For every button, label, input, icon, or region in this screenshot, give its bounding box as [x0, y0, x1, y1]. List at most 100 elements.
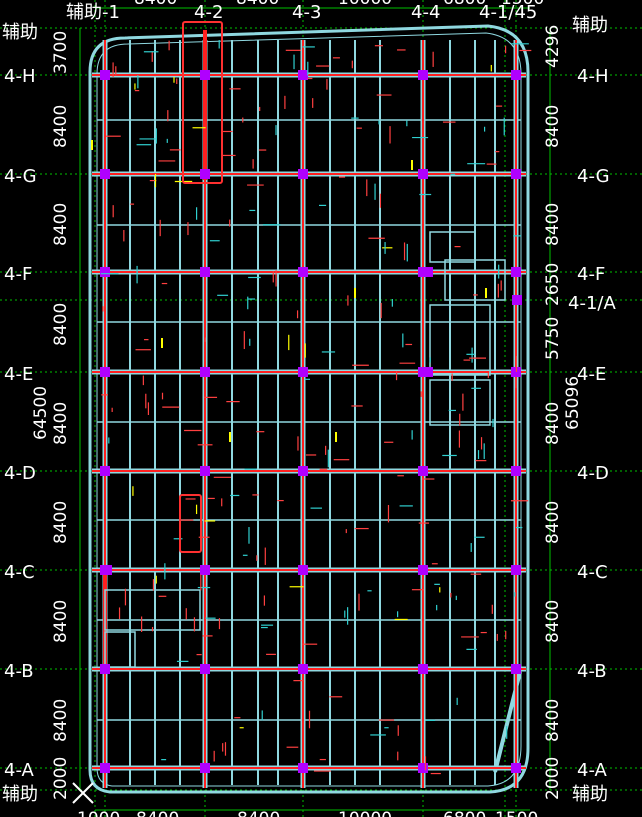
column: [100, 763, 110, 773]
column: [200, 70, 210, 80]
left-dimension: 8400: [51, 105, 71, 148]
bottom-dimension: 1500: [495, 809, 538, 817]
column: [100, 70, 110, 80]
column: [100, 169, 110, 179]
right-axis-label: 4-B: [577, 661, 607, 682]
top-axis-label: 4-2: [194, 2, 223, 23]
top-dimension: 8400: [236, 0, 279, 9]
column: [200, 267, 210, 277]
beams: [92, 30, 526, 788]
axis-labels: 辅助-1 4-2 4-3 4-4 4-1/45 8400 8400 10000 …: [2, 0, 616, 817]
column: [298, 466, 308, 476]
column: [102, 565, 112, 575]
right-total-dimension: 65096: [563, 376, 583, 430]
left-axis-label: 4-C: [4, 562, 35, 583]
highlight-box-middle: [179, 494, 202, 553]
column: [200, 466, 210, 476]
column: [511, 367, 521, 377]
column: [200, 169, 210, 179]
column: [511, 70, 521, 80]
opening-outline: [429, 231, 476, 263]
column: [298, 565, 308, 575]
column: [511, 466, 521, 476]
right-dimension: 8400: [543, 402, 563, 445]
right-dimension: 4296: [543, 25, 563, 68]
top-dimension: 6800: [443, 0, 486, 9]
left-dimension: 3700: [51, 31, 71, 74]
left-dimension: 8400: [51, 303, 71, 346]
right-axis-label: 4-F: [577, 264, 605, 285]
right-axis-label: 辅助: [572, 15, 608, 36]
left-axis-label: 4-B: [4, 661, 34, 682]
column: [511, 763, 521, 773]
right-dimension: 2650: [543, 263, 563, 306]
column: [511, 169, 521, 179]
column: [100, 664, 110, 674]
bottom-dimension: 10000: [338, 809, 392, 817]
right-axis-label: 4-E: [577, 364, 606, 385]
opening-outline: [104, 631, 136, 668]
left-axis-label: 4-H: [4, 66, 35, 87]
bottom-dimension: 6800: [443, 809, 486, 817]
column: [200, 367, 210, 377]
left-dimension: 8400: [51, 203, 71, 246]
left-axis-label: 辅助: [2, 22, 38, 43]
floor-outline: [88, 24, 530, 794]
left-dimension: 2000: [51, 757, 71, 800]
bottom-dimension: 8400: [136, 809, 179, 817]
right-axis-label: 辅助: [572, 784, 608, 805]
right-dimension: 8400: [543, 501, 563, 544]
opening-outline: [444, 259, 506, 301]
column: [298, 70, 308, 80]
column: [423, 267, 433, 277]
column: [200, 763, 210, 773]
column: [423, 367, 433, 377]
column: [418, 466, 428, 476]
right-axis-label: 4-1/A: [568, 293, 616, 314]
column: [418, 169, 428, 179]
column: [298, 664, 308, 674]
column: [100, 367, 110, 377]
right-dimension: 8400: [543, 699, 563, 742]
column: [100, 466, 110, 476]
column: [511, 664, 521, 674]
left-axis-label: 辅助: [2, 784, 38, 805]
right-dimension: 8400: [543, 203, 563, 246]
left-axis-label: 4-F: [4, 264, 32, 285]
column: [418, 70, 428, 80]
top-dimension: 8400: [134, 0, 177, 9]
floor-outline-inner: [96, 32, 522, 787]
top-dimension: 1500: [501, 0, 544, 9]
right-dimension: 5750: [543, 317, 563, 360]
right-axis-label: 4-H: [577, 66, 608, 87]
columns: [100, 70, 522, 773]
right-axis-label: 4-A: [577, 760, 608, 781]
left-axis-label: 4-D: [4, 463, 36, 484]
top-axis-label: 4-4: [411, 2, 440, 23]
right-dimension: 8400: [543, 105, 563, 148]
top-axis-label: 辅助-1: [66, 2, 120, 23]
bottom-dimension: 1000: [77, 809, 120, 817]
left-dimension: 8400: [51, 501, 71, 544]
column: [200, 664, 210, 674]
left-dimension: 8400: [51, 402, 71, 445]
top-dimension: 10000: [338, 0, 392, 9]
column: [298, 267, 308, 277]
column: [100, 267, 110, 277]
beam-annotations: [91, 40, 532, 775]
column: [298, 763, 308, 773]
column: [418, 664, 428, 674]
left-total-dimension: 64500: [31, 386, 51, 440]
opening-outline: [429, 304, 491, 376]
right-dimension: 2000: [543, 757, 563, 800]
left-dimension: 8400: [51, 699, 71, 742]
highlight-box-top: [182, 21, 223, 184]
column: [298, 169, 308, 179]
column: [298, 367, 308, 377]
bottom-dimension: 8400: [237, 809, 280, 817]
column: [200, 565, 210, 575]
column: [418, 565, 428, 575]
top-axis-label: 4-1/45: [479, 2, 537, 23]
right-dimension: 8400: [543, 600, 563, 643]
